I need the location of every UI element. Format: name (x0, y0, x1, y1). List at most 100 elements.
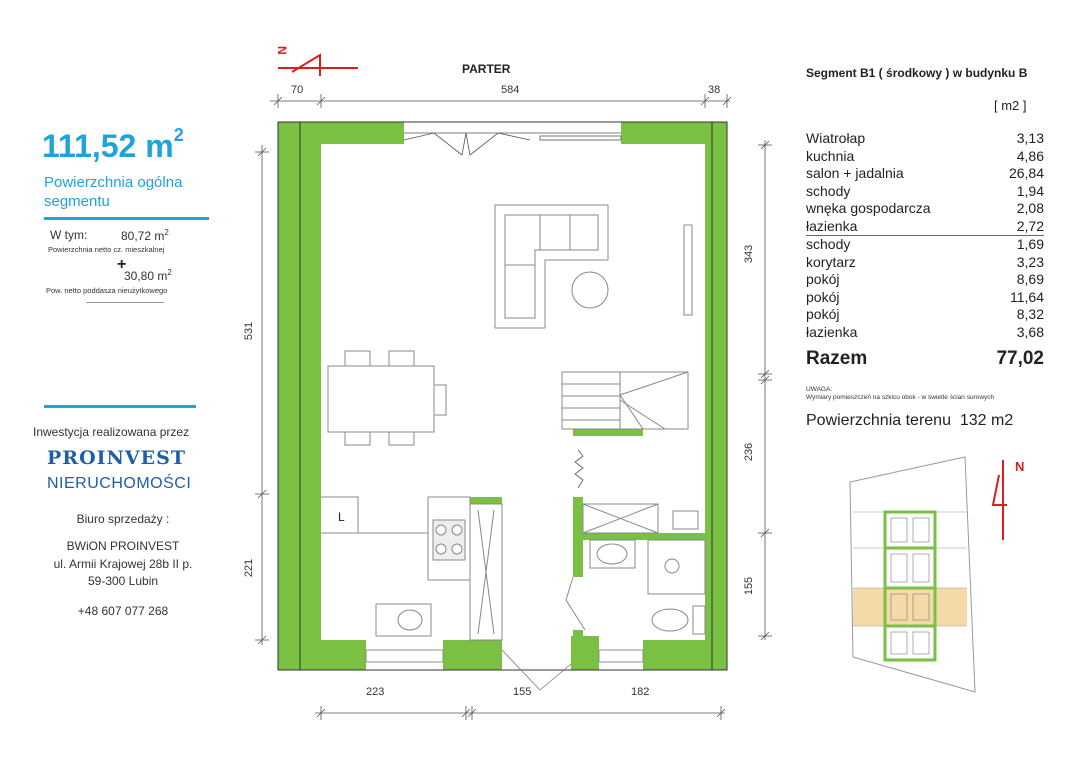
fridge-label: L (338, 510, 345, 524)
room-area: 4,86 (1016, 147, 1044, 164)
room-area: 1,69 (1016, 236, 1044, 252)
room-name: łazienka (806, 323, 858, 340)
building-footprint (883, 510, 937, 662)
room-name: korytarz (806, 253, 856, 270)
unit-label: [ m2 ] (994, 98, 1027, 113)
net-area-caption: Powierzchnia netto cz. mieszkalnej (48, 245, 165, 254)
office-label: Biuro sprzedaży : (76, 512, 170, 526)
room-name: schody (806, 182, 851, 199)
dim-right-3: 155 (743, 576, 756, 596)
room-row: salon + jadalnia 26,84 (806, 165, 1044, 183)
round-table (571, 271, 609, 309)
room-name: salon + jadalnia (806, 165, 904, 181)
top-openings (403, 132, 622, 156)
room-area: 8,32 (1016, 306, 1044, 322)
brand-logo: PROINVEST (47, 447, 186, 469)
room-area: 1,94 (1016, 182, 1044, 199)
room-row: Wiatrołap 3,13 (806, 130, 1044, 148)
total-area: 111,52 m2 (42, 125, 184, 165)
room-row: kuchnia 4,86 (806, 148, 1044, 166)
building-walls (277, 121, 728, 671)
dim-line-top (270, 94, 732, 108)
room-row: łazienka 3,68 (806, 324, 1044, 342)
bottom-windows (365, 649, 644, 691)
room-row: schody 1,94 (806, 183, 1044, 201)
dim-line-left (255, 145, 269, 645)
note-text: Wymiary pomieszczeń na szkicu obok - w ś… (806, 394, 995, 401)
dim-left-upper: 531 (243, 321, 256, 341)
attic-divider (86, 302, 164, 303)
area-divider (44, 217, 209, 220)
site-boundary (849, 456, 976, 693)
room-name: wnęka gospodarcza (806, 200, 931, 216)
total-area-unit-sup: 2 (173, 125, 184, 146)
note: UWAGA: Wymiary pomieszczeń na szkicu obo… (806, 386, 994, 402)
room-area: 8,69 (1016, 271, 1044, 287)
north-arrow-plan-icon (278, 53, 358, 76)
w-tym-label: W tym: (50, 228, 88, 242)
dim-bottom-3: 182 (631, 686, 650, 698)
total-label: Razem (806, 348, 868, 369)
partition-line (574, 449, 584, 489)
room-area: 2,08 (1016, 200, 1044, 216)
office-phone: +48 607 077 268 (77, 604, 169, 618)
attic-area: 30,80 m2 (124, 268, 172, 283)
room-name: pokój (806, 271, 840, 287)
room-area: 3,68 (1016, 323, 1044, 340)
kitchen-counter (321, 496, 471, 640)
note-title: UWAGA: (806, 386, 833, 393)
north-arrow-site-icon: N (991, 459, 1024, 540)
company-divider (44, 405, 196, 408)
plan-title: PARTER (462, 62, 511, 76)
room-row: wnęka gospodarcza 2,08 (806, 200, 1044, 218)
dim-bottom-2: 155 (513, 686, 532, 698)
room-name: kuchnia (806, 147, 855, 164)
staircase (561, 371, 689, 430)
dim-top-2: 584 (501, 84, 520, 96)
invest-line: Inwestycja realizowana przez (33, 425, 190, 439)
dim-line-bottom (315, 706, 726, 720)
site-plan (849, 456, 976, 693)
net-area-sup: 2 (164, 228, 169, 237)
net-area-value: 80,72 m (121, 229, 165, 243)
room-area: 26,84 (1008, 165, 1044, 181)
room-row: pokój 8,69 (806, 271, 1044, 289)
dim-top-3: 38 (708, 84, 721, 96)
room-row: schody 1,69 (806, 236, 1044, 254)
total-value: 77,02 (996, 348, 1044, 369)
room-list: Wiatrołap 3,13 kuchnia 4,86 salon + jadaln… (806, 130, 1044, 341)
bathroom-fixtures (565, 503, 706, 635)
total-area-value: 111,52 m (42, 128, 174, 164)
office-name: BWiON PROINVEST (66, 539, 180, 553)
room-name: łazienka (806, 217, 858, 234)
office-address-1: ul. Armii Krajowej 28b II p. (53, 557, 193, 571)
dim-left-lower: 221 (243, 558, 256, 578)
dim-bottom-1: 223 (366, 686, 385, 698)
tv-unit (683, 224, 693, 316)
attic-area-caption: Pow. netto poddasza nieużytkowego (46, 286, 168, 295)
room-name: Wiatrołap (806, 130, 866, 146)
office-address-2: 59-300 Lubin (87, 574, 159, 588)
plus-sign: + (117, 256, 127, 273)
total-area-caption: Powierzchnia ogólna segmentu (44, 174, 183, 210)
floor-divider (806, 235, 1044, 236)
highlighted-segment (853, 588, 967, 626)
segment-title: Segment B1 ( środkowy ) w budynku B (806, 66, 1028, 80)
room-area: 11,64 (1010, 288, 1044, 305)
attic-area-sup: 2 (167, 268, 172, 277)
room-name: schody (806, 236, 851, 252)
terrain-value: 132 m2 (959, 412, 1014, 429)
terrain-area: Powierzchnia terenu 132 m2 (806, 412, 1013, 430)
dim-line-right (758, 140, 772, 641)
terrain-label: Powierzchnia terenu (806, 412, 951, 429)
north-letter-plan: N (275, 46, 289, 55)
room-area: 3,13 (1016, 130, 1044, 146)
total-row: Razem 77,02 (806, 348, 1044, 370)
dining-table (327, 350, 447, 446)
dim-top-1: 70 (291, 84, 304, 96)
